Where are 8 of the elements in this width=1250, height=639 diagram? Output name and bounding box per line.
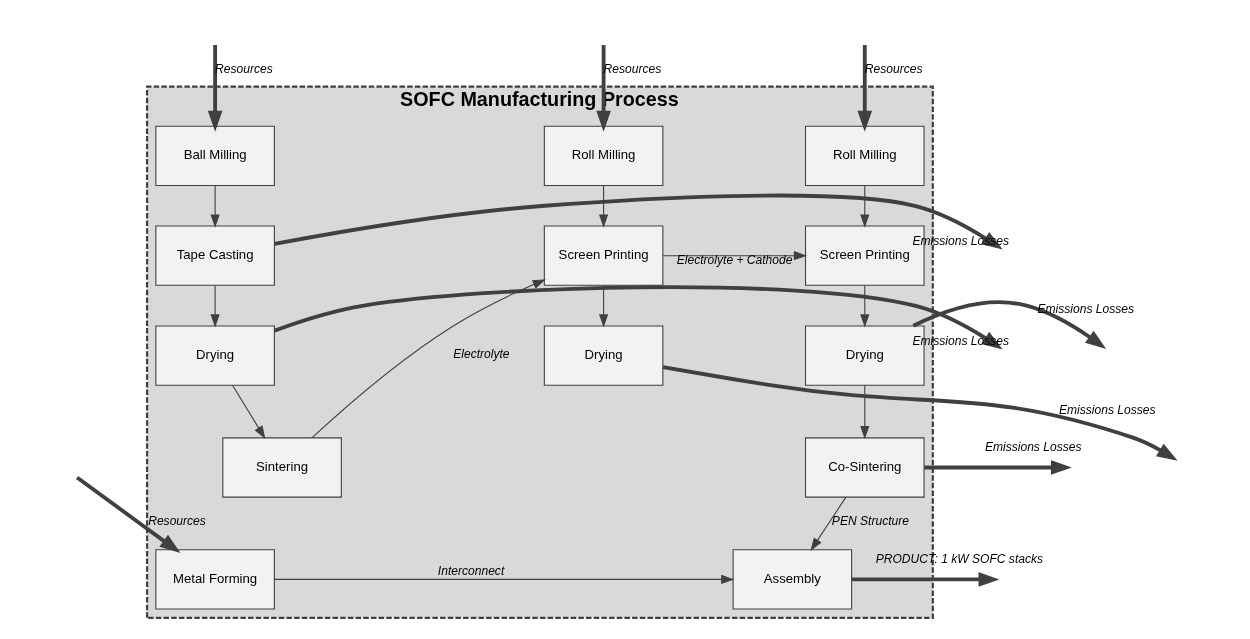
edge-label: Electrolyte + Cathode (676, 252, 793, 267)
edge-label: Resources (148, 513, 206, 528)
edge-label: PEN Structure (831, 513, 909, 528)
edge-label: Interconnect (437, 563, 505, 578)
edge-label: PRODUCT: 1 kW SOFC stacks (875, 551, 1044, 566)
edge-label: Emissions Losses (984, 439, 1082, 454)
edge-label: Emissions Losses (1059, 402, 1156, 416)
edge-label: Electrolyte (453, 346, 510, 361)
